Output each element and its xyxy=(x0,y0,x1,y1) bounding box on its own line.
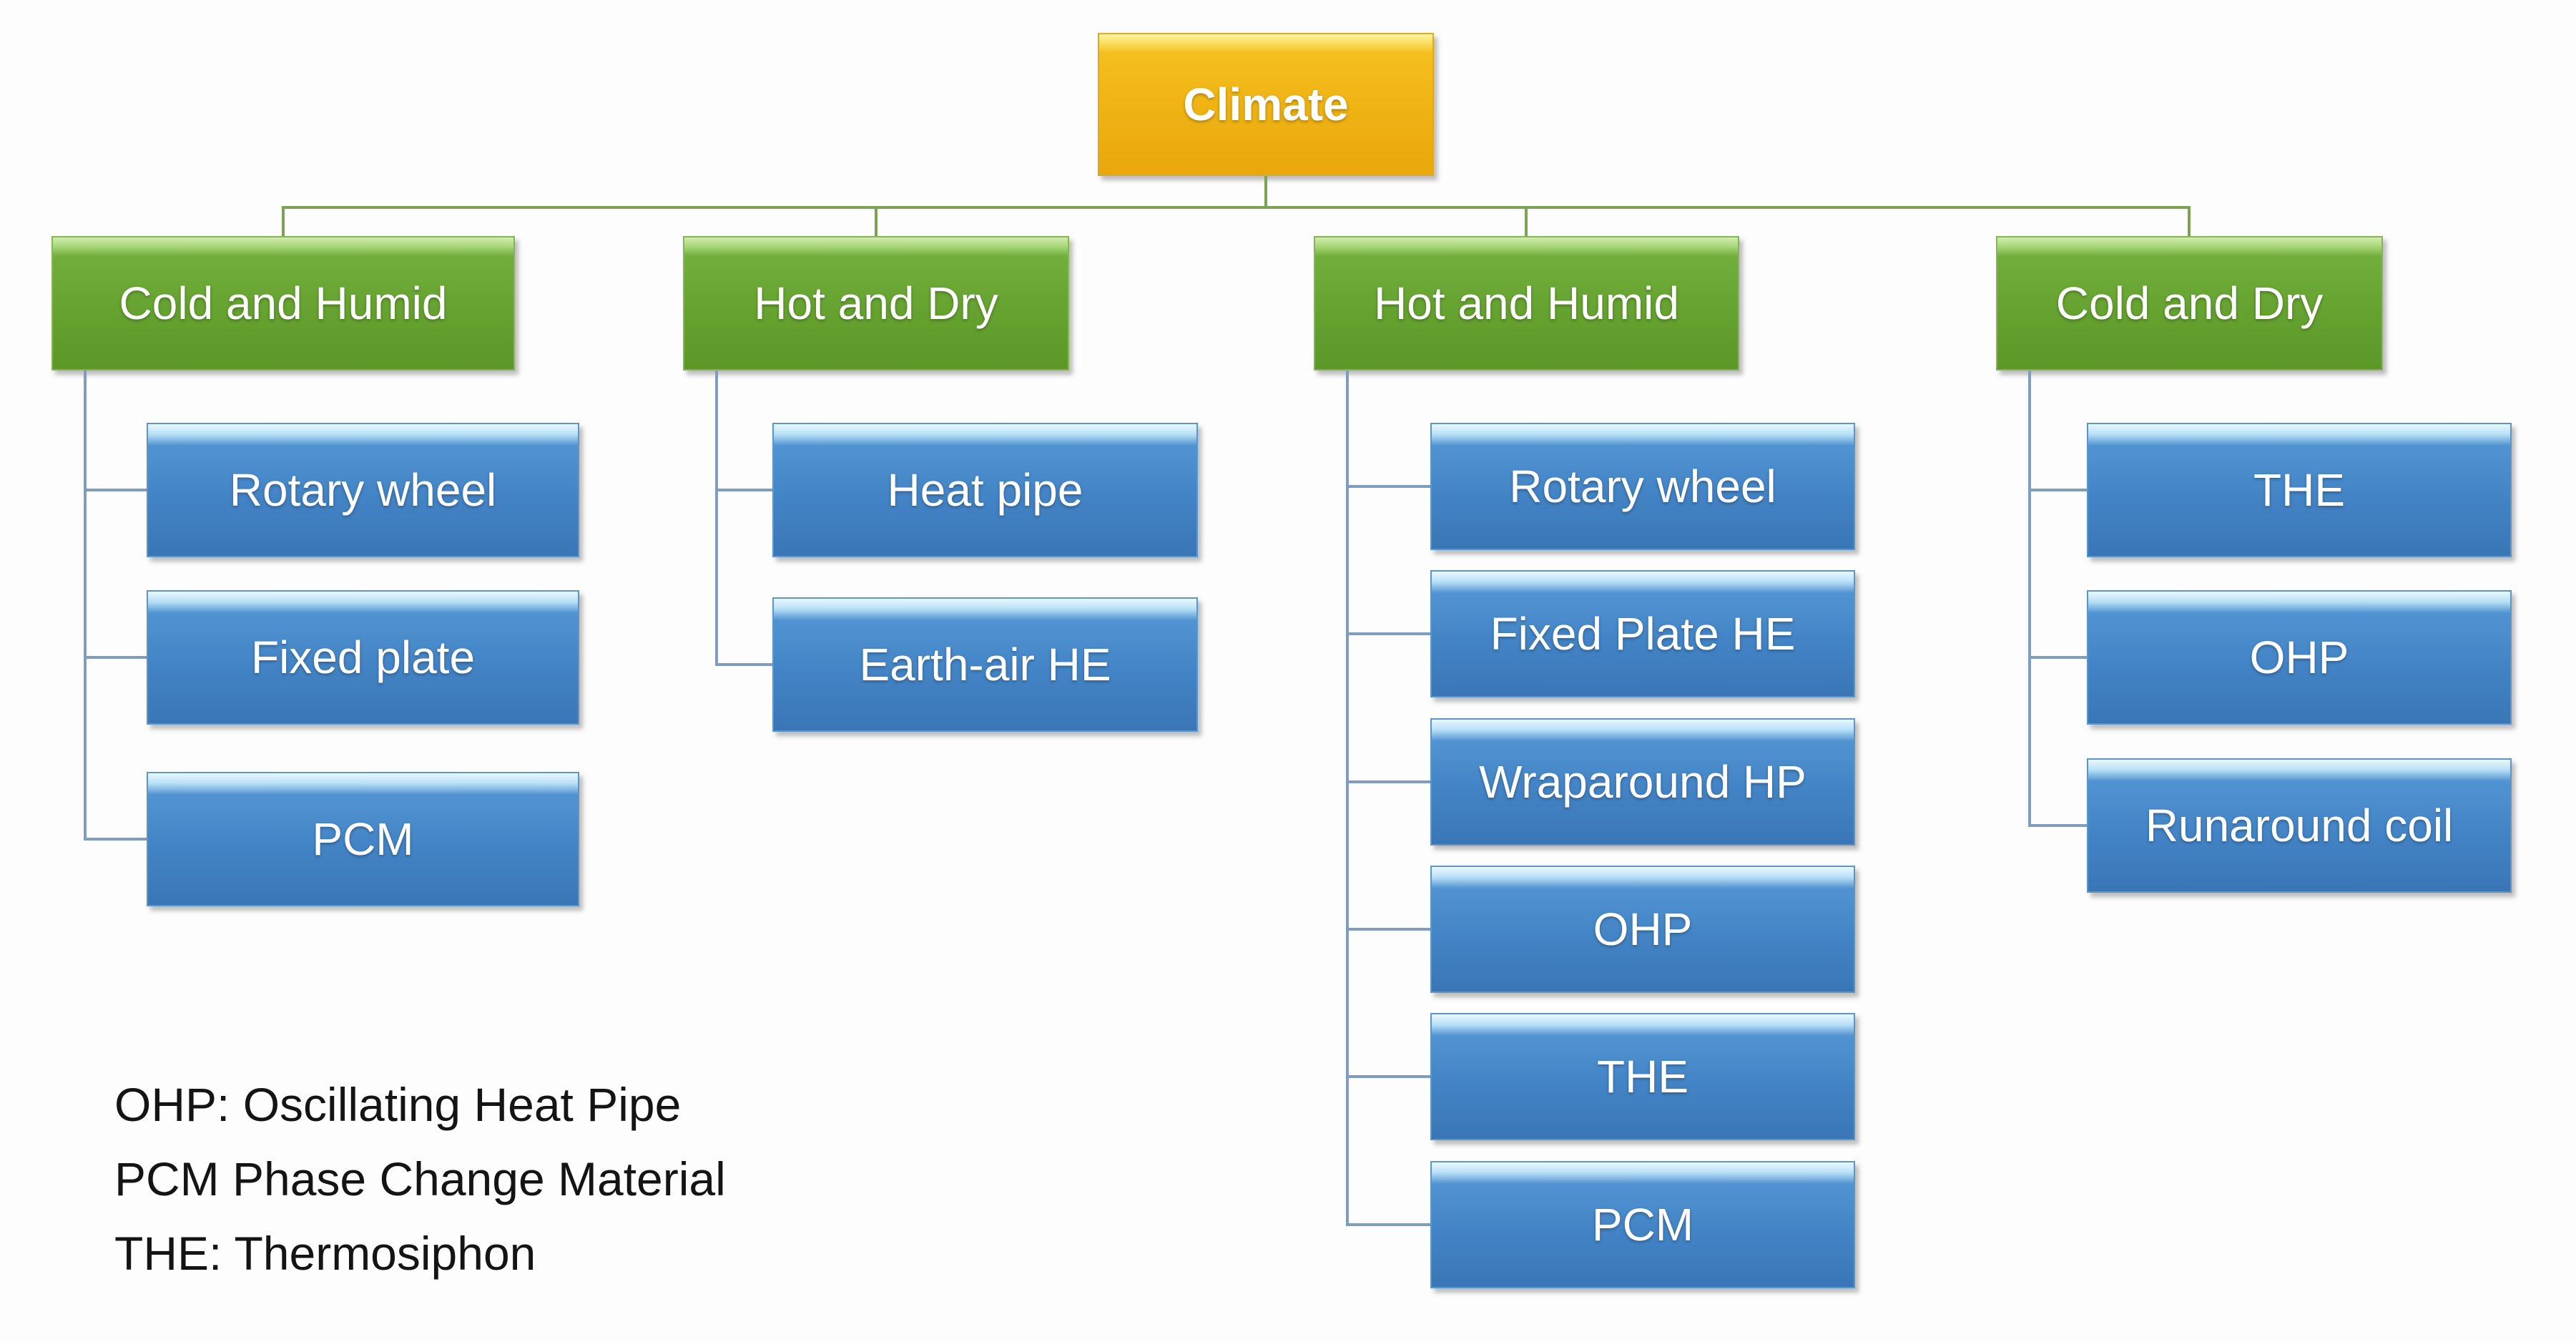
leaf-node-pcm: PCM xyxy=(147,772,579,906)
leaf-node-heat-pipe: Heat pipe xyxy=(772,423,1198,557)
branch-node-hot-and-humid: Hot and Humid xyxy=(1314,236,1739,371)
connector-branch xyxy=(715,663,772,666)
legend-line-pcm: PCM Phase Change Material xyxy=(114,1152,726,1205)
leaf-node-rotary-wheel: Rotary wheel xyxy=(1430,423,1855,550)
connector-branch xyxy=(1346,485,1430,488)
connector-branch xyxy=(1346,632,1430,635)
connector-bus xyxy=(282,206,2189,209)
connector-branch xyxy=(1346,780,1430,783)
connector-branch xyxy=(2028,656,2087,659)
legend-line-ohp: OHP: Oscillating Heat Pipe xyxy=(114,1078,682,1131)
branch-node-cold-and-dry: Cold and Dry xyxy=(1996,236,2383,371)
leaf-node-the: THE xyxy=(1430,1013,1855,1140)
connector-branch xyxy=(84,838,147,841)
branch-node-cold-and-humid: Cold and Humid xyxy=(51,236,515,371)
leaf-node-fixed-plate-he: Fixed Plate HE xyxy=(1430,570,1855,697)
connector-branch xyxy=(1346,1075,1430,1078)
leaf-node-ohp: OHP xyxy=(1430,866,1855,993)
leaf-node-pcm: PCM xyxy=(1430,1161,1855,1288)
connector-branch xyxy=(1346,928,1430,931)
connector-stub-hot-and-dry xyxy=(875,206,877,236)
leaf-node-the: THE xyxy=(2087,423,2512,557)
connector-root-stub xyxy=(1264,176,1267,206)
legend-line-the: THE: Thermosiphon xyxy=(114,1227,536,1280)
connector-trunk-cold-and-dry xyxy=(2028,371,2031,827)
connector-stub-hot-and-humid xyxy=(1525,206,1528,236)
leaf-node-ohp: OHP xyxy=(2087,590,2512,725)
connector-trunk-cold-and-humid xyxy=(84,371,87,841)
leaf-node-earth-air-he: Earth-air HE xyxy=(772,597,1198,732)
connector-stub-cold-and-humid xyxy=(282,206,285,236)
connector-trunk-hot-and-dry xyxy=(715,371,718,666)
connector-branch xyxy=(715,489,772,491)
leaf-node-runaround-coil: Runaround coil xyxy=(2087,758,2512,893)
branch-node-hot-and-dry: Hot and Dry xyxy=(683,236,1069,371)
leaf-node-rotary-wheel: Rotary wheel xyxy=(147,423,579,557)
leaf-node-fixed-plate: Fixed plate xyxy=(147,590,579,725)
connector-branch xyxy=(84,656,147,659)
connector-trunk-hot-and-humid xyxy=(1346,371,1349,1226)
abbreviation-legend: OHP: Oscillating Heat Pipe PCM Phase Cha… xyxy=(114,1067,726,1290)
connector-branch xyxy=(2028,824,2087,827)
connector-branch xyxy=(1346,1223,1430,1226)
leaf-node-wraparound-hp: Wraparound HP xyxy=(1430,718,1855,846)
connector-branch xyxy=(84,489,147,491)
connector-stub-cold-and-dry xyxy=(2188,206,2191,236)
root-node-climate: Climate xyxy=(1098,33,1434,176)
connector-branch xyxy=(2028,489,2087,491)
